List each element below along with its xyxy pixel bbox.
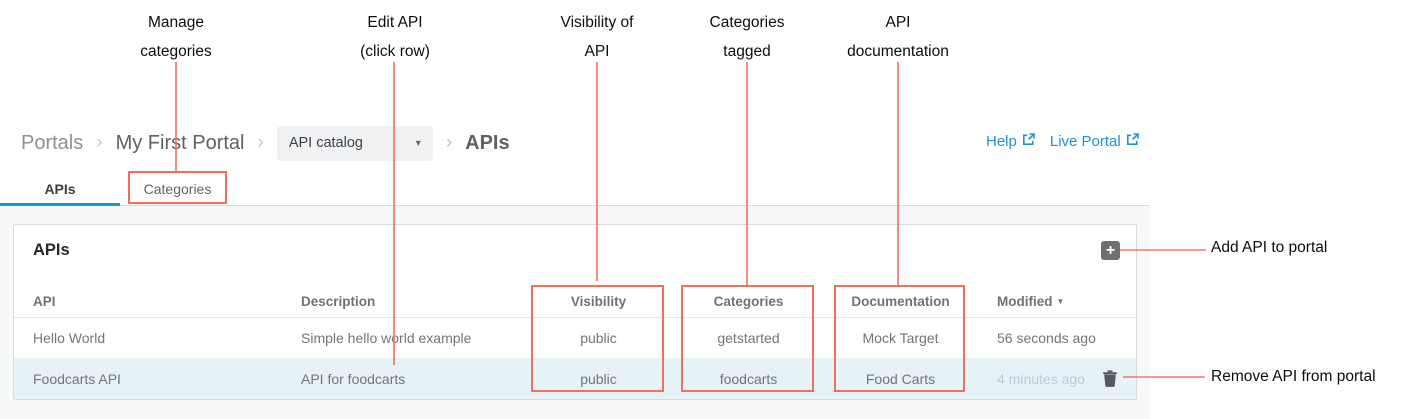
- annotation-text: API: [584, 43, 610, 60]
- apis-panel: APIs + API Description Visibility Catego…: [13, 224, 1137, 400]
- external-link-icon: [1022, 133, 1035, 150]
- cell-modified: 56 seconds ago: [997, 329, 1096, 346]
- cell-visibility: public: [580, 370, 617, 387]
- page-select-dropdown[interactable]: API catalog ▾: [276, 125, 433, 161]
- cell-api: Hello World: [33, 329, 106, 346]
- annotation-manage-categories: Manage categories: [86, 8, 266, 66]
- annotation-visibility: Visibility of API: [507, 8, 687, 66]
- cell-visibility: public: [580, 329, 617, 346]
- delete-api-icon[interactable]: [1103, 370, 1119, 388]
- annotation-text: tagged: [723, 43, 771, 60]
- annotation-text: Visibility of: [560, 14, 634, 31]
- header-links: Help Live Portal: [986, 133, 1139, 150]
- column-header-categories: Categories: [713, 293, 784, 309]
- column-header-modified[interactable]: Modified ▼: [997, 294, 1103, 309]
- breadcrumb-portal-name-link[interactable]: My First Portal: [115, 131, 245, 154]
- annotation-box-categories-tab: [128, 171, 227, 204]
- annotation-remove-api-from-portal: Remove API from portal: [1211, 368, 1376, 385]
- cell-categories: getstarted: [717, 329, 780, 346]
- annotation-text: (click row): [360, 43, 430, 60]
- annotation-text: Edit API: [367, 14, 423, 31]
- help-link-label: Help: [986, 133, 1017, 150]
- column-header-visibility: Visibility: [570, 293, 627, 309]
- help-link[interactable]: Help: [986, 133, 1035, 150]
- breadcrumb-current-page: APIs: [465, 131, 510, 154]
- annotation-add-api-to-portal: Add API to portal: [1211, 239, 1328, 256]
- breadcrumb-portals-link[interactable]: Portals: [21, 131, 84, 154]
- active-tab-underline: [0, 203, 120, 206]
- annotation-text: Manage: [147, 14, 204, 31]
- live-portal-link-label: Live Portal: [1049, 133, 1121, 150]
- breadcrumb: Portals › My First Portal › API catalog …: [21, 124, 510, 162]
- annotation-text: categories: [140, 43, 212, 60]
- live-portal-link[interactable]: Live Portal: [1050, 133, 1139, 150]
- cell-documentation: Food Carts: [865, 370, 936, 387]
- cell-categories: foodcarts: [719, 370, 778, 387]
- add-api-button[interactable]: +: [1101, 241, 1120, 260]
- column-header-api: API: [33, 293, 56, 309]
- sort-descending-icon: ▼: [1056, 296, 1065, 306]
- annotation-api-documentation: API documentation: [808, 8, 988, 66]
- tab-bar: APIs Categories: [0, 172, 1150, 206]
- annotation-text: Categories: [709, 14, 785, 31]
- annotation-line-documentation: [897, 62, 899, 285]
- annotation-line-remove-api: [1123, 376, 1205, 378]
- annotation-line-categories: [746, 62, 748, 285]
- annotation-line-manage-categories: [175, 62, 177, 171]
- annotation-box-categories-column: [681, 285, 814, 392]
- annotation-text: documentation: [847, 43, 949, 60]
- cell-documentation: Mock Target: [862, 329, 939, 346]
- annotation-box-documentation-column: [834, 285, 965, 392]
- column-header-documentation: Documentation: [851, 293, 950, 309]
- annotation-line-visibility: [596, 62, 598, 281]
- annotation-categories-tagged: Categories tagged: [657, 8, 837, 66]
- chevron-right-icon: ›: [96, 132, 103, 153]
- tab-categories[interactable]: Categories: [143, 180, 212, 197]
- table-row-foodcarts-api[interactable]: Foodcarts API API for foodcarts public f…: [14, 358, 1136, 399]
- annotation-box-visibility-column: [531, 285, 664, 392]
- tab-apis[interactable]: APIs: [44, 180, 76, 197]
- external-link-icon: [1126, 133, 1139, 150]
- chevron-right-icon: ›: [257, 132, 264, 153]
- annotation-edit-api: Edit API (click row): [305, 8, 485, 66]
- chevron-down-icon: ▾: [415, 137, 421, 149]
- chevron-right-icon: ›: [445, 132, 453, 153]
- annotation-line-add-api: [1120, 249, 1206, 251]
- column-header-modified-label: Modified: [997, 293, 1053, 309]
- cell-api: Foodcarts API: [33, 370, 121, 387]
- table-header-row: API Description Visibility Categories Do…: [14, 285, 1136, 318]
- annotation-text: API: [885, 14, 911, 31]
- panel-title: APIs: [33, 241, 70, 259]
- column-header-description: Description: [301, 293, 376, 309]
- cell-description: API for foodcarts: [301, 370, 406, 387]
- cell-description: Simple hello world example: [301, 329, 472, 346]
- cell-modified: 4 minutes ago: [997, 370, 1085, 387]
- page-select-dropdown-value: API catalog: [288, 135, 363, 151]
- annotation-line-edit-api: [393, 62, 395, 365]
